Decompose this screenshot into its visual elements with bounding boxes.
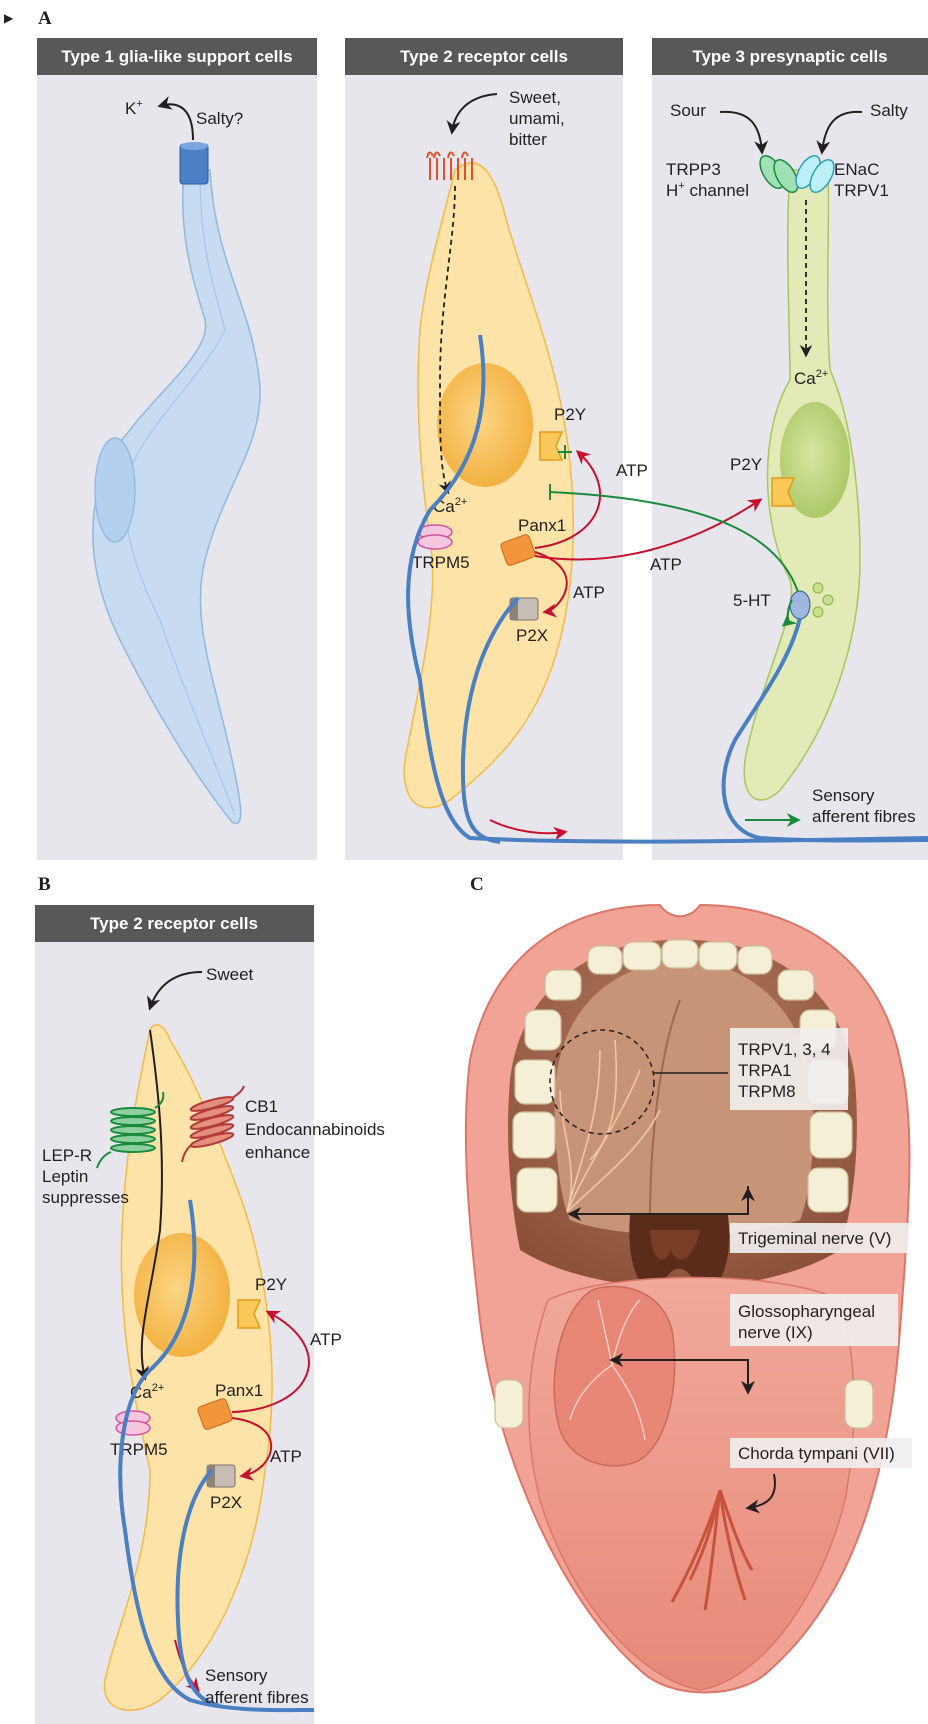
- fibres-label-b-1: Sensory: [205, 1666, 268, 1685]
- p2y-label: P2Y: [554, 405, 586, 424]
- p2x-icon-b: [207, 1465, 235, 1487]
- type1-header-text: Type 1 glia-like support cells: [61, 47, 292, 66]
- atp-label-2: ATP: [573, 583, 605, 602]
- trp-label-3: TRPM8: [738, 1082, 796, 1101]
- fibres-label-2: afferent fibres: [812, 807, 916, 826]
- type2-header-text: Type 2 receptor cells: [400, 47, 568, 66]
- trpm5-label-b: TRPM5: [110, 1440, 168, 1459]
- lepr-label-1: LEP-R: [42, 1146, 92, 1165]
- trigeminal-label: Trigeminal nerve (V): [738, 1229, 891, 1248]
- trp-label-1: TRPV1, 3, 4: [738, 1040, 831, 1059]
- fibres-label-1: Sensory: [812, 786, 875, 805]
- salty-question-label: Salty?: [196, 109, 243, 128]
- trpp3-label: TRPP3: [666, 160, 721, 179]
- tastant-line-3: bitter: [509, 130, 547, 149]
- trpv1-label: TRPV1: [834, 181, 889, 200]
- cb1-label-2: Endocannabinoids: [245, 1120, 385, 1139]
- lepr-label-3: suppresses: [42, 1188, 129, 1207]
- salty-label: Salty: [870, 101, 908, 120]
- trpm5-label: TRPM5: [412, 553, 470, 572]
- sweet-label: Sweet: [206, 965, 254, 984]
- trp-label-2: TRPA1: [738, 1061, 792, 1080]
- atp-label-3: ATP: [650, 555, 682, 574]
- type3-header-text: Type 3 presynaptic cells: [692, 47, 887, 66]
- vesicle-release-icon: [790, 591, 810, 619]
- glosso-label-2: nerve (IX): [738, 1323, 813, 1342]
- p2x-label-b: P2X: [210, 1493, 242, 1512]
- panel-c-label: C: [470, 874, 484, 895]
- atp-label-b-1: ATP: [310, 1330, 342, 1349]
- enac-label: ENaC: [834, 160, 879, 179]
- tastant-line-2: umami,: [509, 109, 565, 128]
- chorda-label: Chorda tympani (VII): [738, 1444, 895, 1463]
- sour-label: Sour: [670, 101, 706, 120]
- serotonin-label: 5-HT: [733, 591, 771, 610]
- panel-a: ▶ A Type 1 glia-like support cells Type …: [4, 8, 928, 860]
- p2x-label: P2X: [516, 626, 548, 645]
- glosso-label-1: Glossopharyngeal: [738, 1302, 875, 1321]
- panel-a-label: A: [38, 8, 52, 29]
- panel-b: B Type 2 receptor cells Sweet LEP-R Lept…: [35, 874, 385, 1724]
- panel-b-header-text: Type 2 receptor cells: [90, 914, 258, 933]
- atp-label-b-2: ATP: [270, 1447, 302, 1466]
- panel-b-label: B: [38, 874, 51, 895]
- cb1-label-3: enhance: [245, 1143, 310, 1162]
- p2y-label-b: P2Y: [255, 1275, 287, 1294]
- fibres-label-b-2: afferent fibres: [205, 1688, 309, 1707]
- panel-c: C: [466, 874, 912, 1693]
- atp-label-1: ATP: [616, 461, 648, 480]
- panx1-label: Panx1: [518, 516, 566, 535]
- lepr-label-2: Leptin: [42, 1167, 88, 1186]
- tastant-line-1: Sweet,: [509, 88, 561, 107]
- trpm5-icon-b: [116, 1411, 150, 1435]
- p2y-label-type3: P2Y: [730, 455, 762, 474]
- panx1-label-b: Panx1: [215, 1381, 263, 1400]
- panel-a-arrow-glyph: ▶: [4, 11, 14, 25]
- cb1-label-1: CB1: [245, 1097, 278, 1116]
- trpm5-icon: [418, 525, 452, 549]
